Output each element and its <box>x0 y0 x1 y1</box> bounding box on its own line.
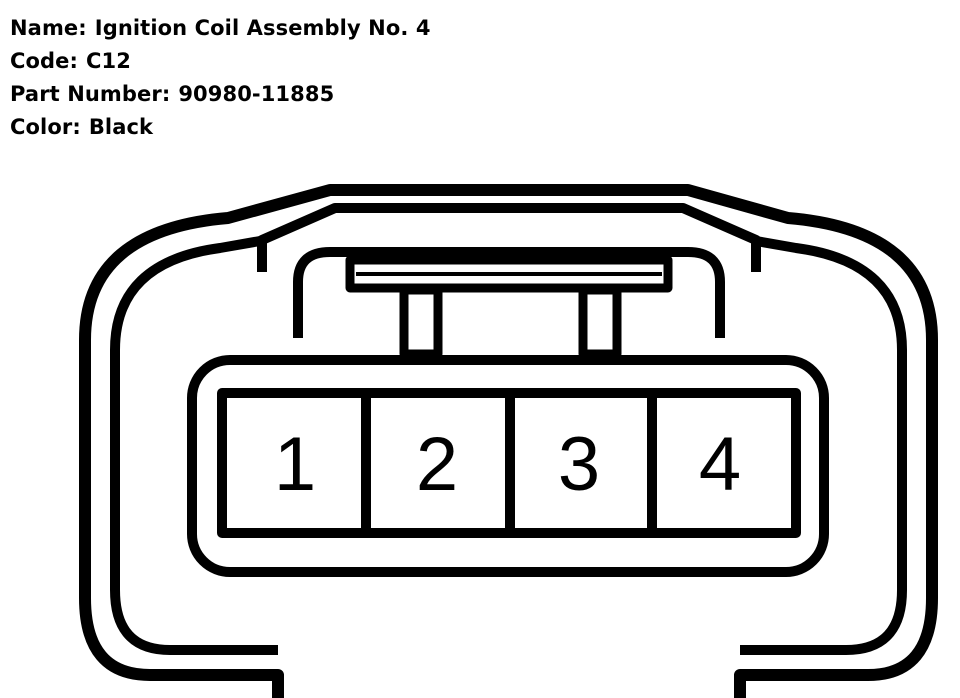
latch-leg-right <box>578 285 622 359</box>
name-label: Name: <box>10 16 87 40</box>
connector-info: Name:Ignition Coil Assembly No. 4 Code:C… <box>10 12 431 144</box>
pin-1-label: 1 <box>274 422 316 507</box>
locking-latch <box>293 247 725 338</box>
latch-leg-left <box>399 285 443 359</box>
code-label: Code: <box>10 49 79 73</box>
color-row: Color: Black <box>10 111 431 144</box>
pin-3-label: 3 <box>558 422 600 507</box>
connector-housing-inner-top <box>257 203 761 272</box>
name-value: Ignition Coil Assembly No. 4 <box>94 16 431 40</box>
color-label: Color: <box>10 115 81 139</box>
pin-4-label: 4 <box>699 422 741 507</box>
name-row: Name: Ignition Coil Assembly No. 4 <box>10 12 431 45</box>
pin-2-label: 2 <box>416 422 458 507</box>
part-number-value: 90980-11885 <box>178 82 335 106</box>
part-number-row: Part Number: 90980-11885 <box>10 78 431 111</box>
color-value: Black <box>88 115 154 139</box>
latch-bar <box>345 255 673 293</box>
part-number-label: Part Number: <box>10 82 171 106</box>
code-value: C12 <box>86 49 131 73</box>
code-row: Code: C12 <box>10 45 431 78</box>
connector-housing-inner-right <box>740 236 907 655</box>
connector-housing-outer <box>79 184 938 698</box>
connector-housing-inner <box>110 236 278 655</box>
